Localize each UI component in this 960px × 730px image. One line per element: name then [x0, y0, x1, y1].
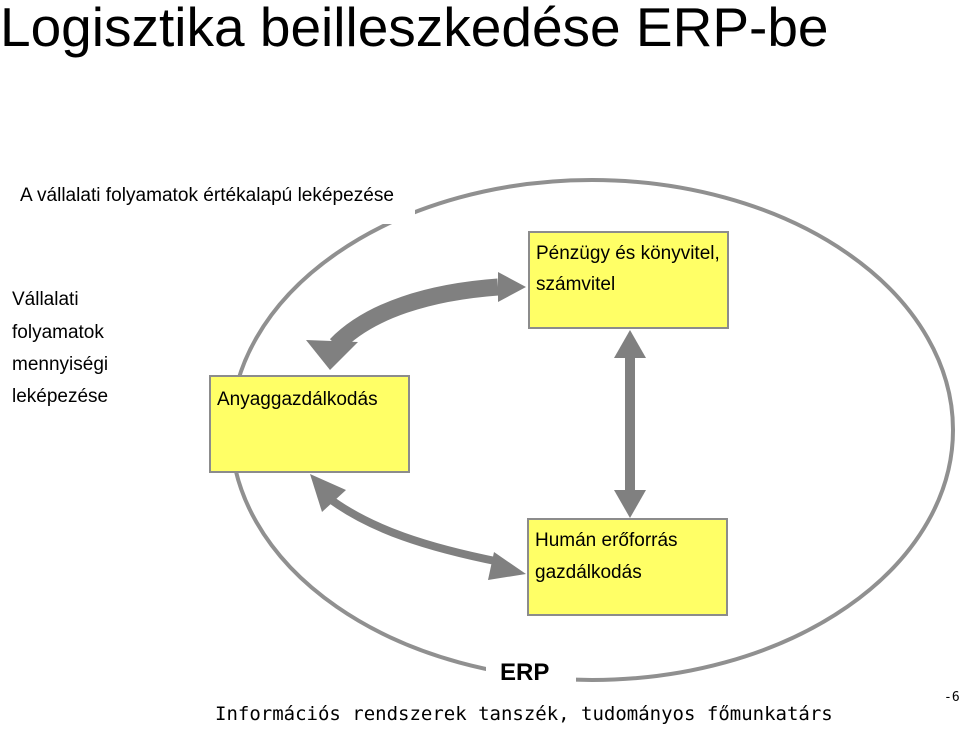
materials-box: Anyaggazdálkodás	[209, 375, 410, 473]
finance-hr-double-arrow-head-bottom	[614, 490, 646, 518]
quantity-label: Vállalati folyamatok mennyiségi leképezé…	[12, 289, 108, 407]
quantity-label-line-1: Vállalati	[12, 289, 79, 310]
value-label: A vállalati folyamatok értékalapú leképe…	[20, 185, 394, 206]
system-label-background	[486, 654, 576, 690]
finance-box-rect	[528, 231, 729, 329]
quantity-label-line-3: mennyiségi	[12, 354, 108, 375]
hr-to-materials-arrow-head-left	[310, 474, 346, 512]
system-label: ERP	[500, 659, 549, 686]
hr-box: Humán erőforrás gazdálkodás	[527, 518, 728, 616]
finance-hr-double-arrow	[614, 330, 646, 518]
hr-to-materials-arrow-shaft	[323, 492, 501, 566]
finance-to-materials-arrow-tail	[498, 272, 526, 302]
finance-hr-double-arrow-head-top	[614, 330, 646, 358]
finance-to-materials-arrow-head	[306, 340, 358, 370]
finance-to-materials-arrow	[306, 272, 526, 370]
hr-box-line-2: gazdálkodás	[535, 562, 642, 583]
finance-box-line-2: számvitel	[536, 274, 615, 295]
quantity-label-line-2: folyamatok	[12, 322, 104, 343]
hr-to-materials-arrow	[310, 474, 526, 580]
value-label-background	[10, 178, 415, 224]
slide-title: Logisztika beilleszkedése ERP-be	[0, 0, 829, 58]
quantity-label-line-4: leképezése	[12, 386, 108, 407]
materials-box-line-1: Anyaggazdálkodás	[217, 389, 378, 410]
hr-box-rect	[527, 518, 728, 616]
finance-box: Pénzügy és könyvitel, számvitel	[528, 231, 729, 329]
page-number: -6	[944, 690, 960, 705]
finance-box-line-1: Pénzügy és könyvitel,	[536, 243, 720, 264]
finance-to-materials-arrow-shaft	[329, 278, 499, 352]
hr-box-line-1: Humán erőforrás	[535, 530, 678, 551]
materials-box-rect	[209, 375, 410, 473]
slide-footer: Információs rendszerek tanszék, tudomány…	[215, 703, 833, 725]
hr-to-materials-arrow-head-right	[488, 552, 526, 580]
finance-hr-double-arrow-shaft	[625, 356, 635, 492]
